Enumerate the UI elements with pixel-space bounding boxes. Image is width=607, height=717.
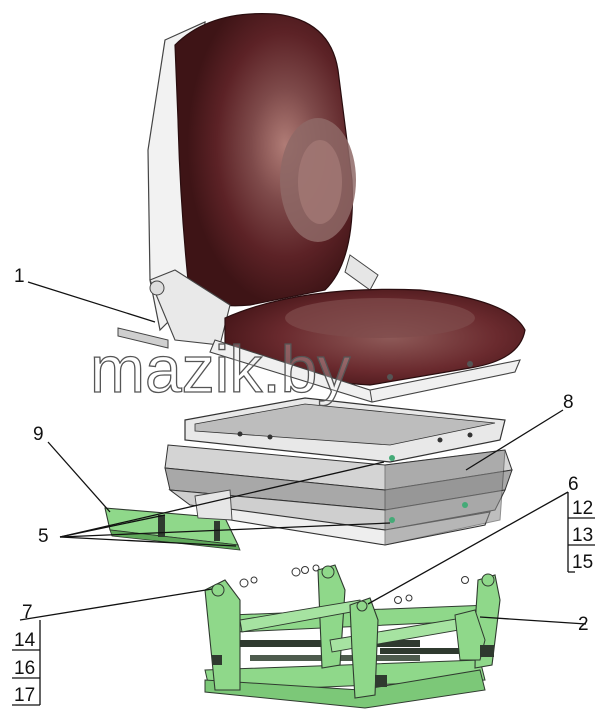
leader-lines (12, 281, 595, 706)
callout-5: 5 (38, 526, 49, 547)
base-mechanism-part (204, 564, 501, 709)
callout-16: 16 (14, 658, 35, 679)
seat-part (117, 12, 526, 403)
callout-1: 1 (14, 266, 25, 287)
callout-7: 7 (22, 602, 33, 623)
callout-12: 12 (572, 498, 593, 519)
callout-9: 9 (33, 424, 44, 445)
watermark-text: mazik.by (90, 332, 350, 406)
callout-14: 14 (14, 630, 36, 651)
callout-17: 17 (14, 685, 35, 706)
callout-6: 6 (568, 474, 579, 495)
fastener-hardware (239, 564, 469, 604)
callout-15: 15 (572, 552, 593, 573)
callout-13: 13 (572, 525, 593, 546)
side-bracket-part (104, 489, 241, 551)
callout-2: 2 (578, 614, 589, 635)
callout-8: 8 (563, 392, 574, 413)
